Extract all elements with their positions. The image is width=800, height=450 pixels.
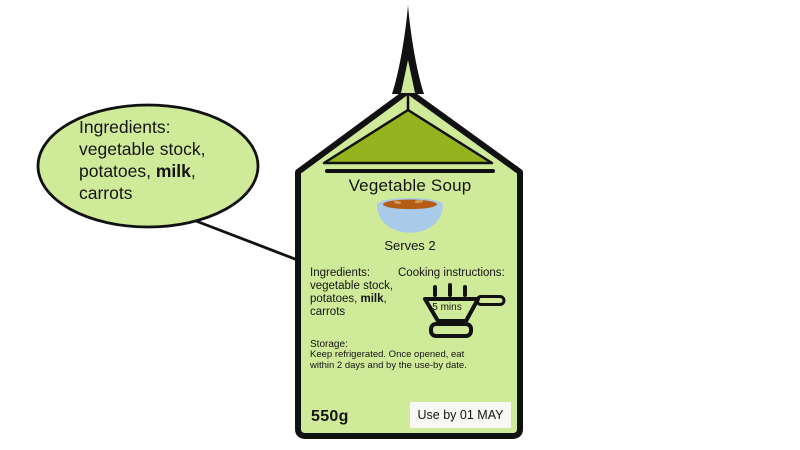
soup-vegetable-piece xyxy=(414,199,423,204)
soup-surface xyxy=(383,199,437,210)
storage-heading: Storage: xyxy=(310,339,348,350)
bubble-ingredients-line: potatoes, milk, xyxy=(79,161,196,181)
bowl-body xyxy=(377,205,443,233)
storage-line: Keep refrigerated. Once opened, eat xyxy=(310,349,465,360)
ingredients-line: carrots xyxy=(310,306,346,318)
soup-vegetable-piece xyxy=(394,200,402,205)
storage-line: within 2 days and by the use-by date. xyxy=(310,359,467,371)
cooking-pot-icon xyxy=(423,283,506,338)
weight-label: 550g xyxy=(311,408,349,425)
carton-gable-triangle xyxy=(322,108,494,165)
speech-bubble xyxy=(36,103,260,229)
ingredients-line: vegetable stock, xyxy=(310,280,394,292)
ingredients-heading: Ingredients: xyxy=(310,267,371,279)
pot-base xyxy=(429,322,473,338)
speech-bubble-text: Ingredients: vegetable stock, potatoes, … xyxy=(79,116,205,204)
carton-spout-icon xyxy=(392,5,424,94)
carton-body xyxy=(295,88,523,439)
soup-bowl-icon xyxy=(377,198,443,233)
use-by-label: Use by 01 MAY xyxy=(417,408,504,422)
bubble-milk-bold: milk xyxy=(155,161,191,181)
product-title: Vegetable Soup xyxy=(348,176,472,195)
pot-handle xyxy=(475,295,506,306)
cooking-instructions-heading: Cooking instructions: xyxy=(398,267,505,279)
cooking-time-label: 5 mins xyxy=(432,302,462,313)
ingredients-milk-bold: milk xyxy=(360,293,384,305)
pot-body xyxy=(423,297,480,323)
bubble-ingredients-heading: Ingredients: xyxy=(79,117,171,137)
use-by-box: Use by 01 MAY xyxy=(410,402,511,428)
bubble-ingredients-line: carrots xyxy=(79,183,133,203)
ingredients-line: potatoes, milk, xyxy=(310,293,387,305)
carton-spout-inner xyxy=(401,60,415,93)
bubble-ingredients-line: vegetable stock, xyxy=(79,139,206,159)
storage-section: Storage: Keep refrigerated. Once opened,… xyxy=(310,339,467,371)
ingredients-section: Ingredients: vegetable stock, potatoes, … xyxy=(310,267,393,319)
serves-label: Serves 2 xyxy=(384,238,436,253)
